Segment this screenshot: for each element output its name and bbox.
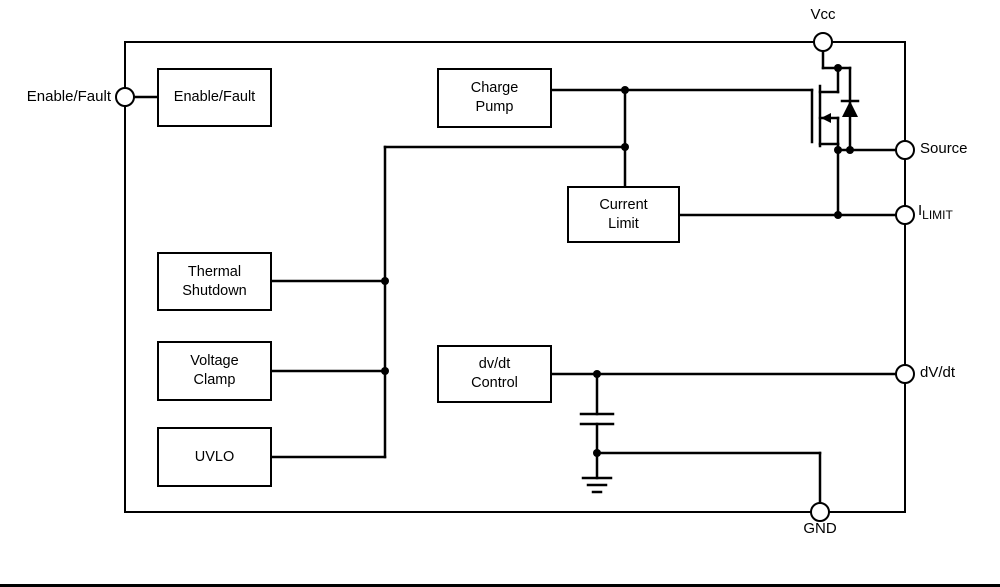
junction-dot [381, 277, 389, 285]
ic-boundary [124, 41, 906, 513]
junction-dot [846, 146, 854, 154]
block-charge-pump: Charge Pump [437, 68, 552, 128]
junction-dot [381, 367, 389, 375]
block-uvlo: UVLO [157, 427, 272, 487]
junction-dot [621, 86, 629, 94]
body-diode-symbol [840, 66, 860, 152]
block-dvdt-control-label: dv/dt Control [471, 356, 518, 391]
block-uvlo-label: UVLO [194, 448, 235, 465]
pin-dvdt [895, 364, 915, 384]
block-voltage-clamp: Voltage Clamp [157, 341, 272, 401]
pin-gnd [810, 502, 830, 522]
mosfet-symbol [810, 66, 840, 217]
mosfet-body-arrow [821, 113, 831, 123]
junction-dot [593, 370, 601, 378]
pin-label-gnd: GND [803, 520, 837, 537]
pin-label-ilimit: ILIMIT [918, 202, 953, 222]
block-enable-fault: Enable/Fault [157, 68, 272, 127]
block-voltage-clamp-label: Voltage Clamp [190, 353, 239, 388]
block-thermal-shutdown-label: Thermal Shutdown [182, 263, 247, 299]
junction-dot [834, 64, 842, 72]
pin-label-ilimit-base: I [918, 202, 923, 219]
block-current-limit: Current Limit [567, 186, 680, 243]
junction-dot [834, 146, 842, 154]
pin-label-enable-fault: Enable/Fault [26, 88, 111, 105]
pin-label-ilimit-sub: LIMIT [922, 208, 953, 222]
pin-enable-fault [115, 87, 135, 107]
diode-triangle [842, 101, 858, 117]
junction-dot [834, 211, 842, 219]
junction-dot [593, 449, 601, 457]
capacitor-symbol [579, 412, 615, 426]
block-enable-fault-label: Enable/Fault [173, 89, 256, 106]
block-charge-pump-label: Charge Pump [470, 80, 519, 115]
pin-label-vcc: Vcc [810, 6, 836, 23]
pin-label-source: Source [920, 140, 968, 157]
pin-source [895, 140, 915, 160]
page-edge-line [0, 584, 1000, 587]
junction-dot [621, 143, 629, 151]
ground-symbol [581, 476, 613, 494]
pin-label-dvdt: dV/dt [920, 364, 956, 381]
pin-vcc [813, 32, 833, 52]
pin-ilimit [895, 205, 915, 225]
block-thermal-shutdown: Thermal Shutdown [157, 252, 272, 311]
block-current-limit-label: Current Limit [599, 196, 648, 232]
block-dvdt-control: dv/dt Control [437, 345, 552, 403]
